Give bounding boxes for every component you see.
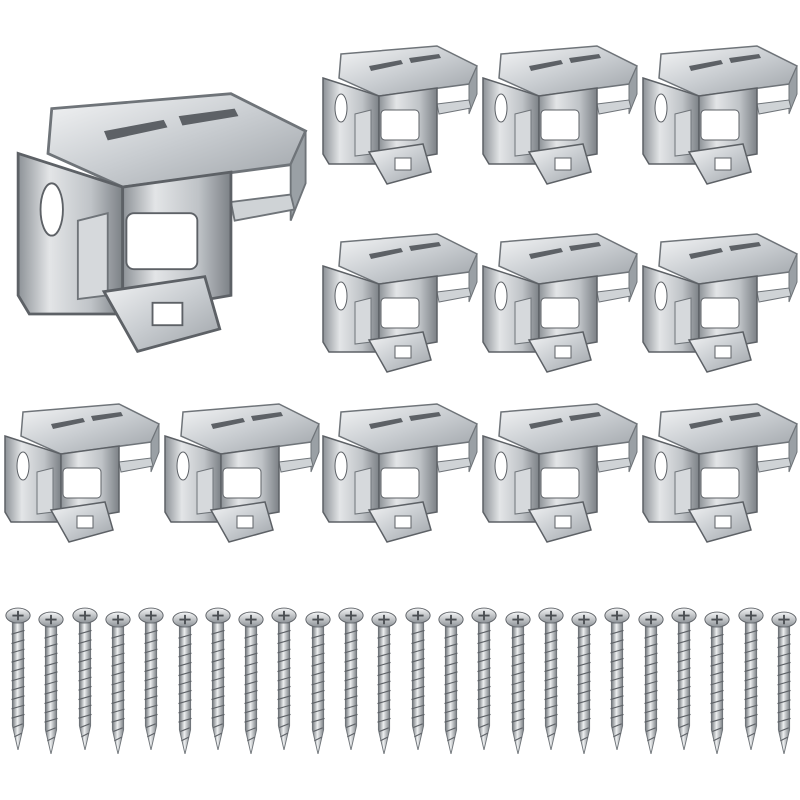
- screw: [603, 600, 631, 758]
- mounting-bracket: [478, 402, 640, 552]
- mounting-bracket: [638, 44, 800, 194]
- mounting-bracket: [318, 402, 480, 552]
- mounting-bracket: [160, 402, 322, 552]
- screw: [637, 604, 665, 762]
- screw: [670, 600, 698, 758]
- screw: [137, 600, 165, 758]
- mounting-bracket: [638, 402, 800, 552]
- mounting-bracket: [638, 232, 800, 382]
- screw: [703, 604, 731, 762]
- screw: [537, 600, 565, 758]
- mounting-bracket: [318, 44, 480, 194]
- screw: [337, 600, 365, 758]
- screw: [71, 600, 99, 758]
- screw: [104, 604, 132, 762]
- mounting-bracket: [0, 402, 162, 552]
- screw: [404, 600, 432, 758]
- screw: [770, 604, 798, 762]
- screw: [737, 600, 765, 758]
- mounting-bracket: [478, 44, 640, 194]
- screw: [204, 600, 232, 758]
- screw: [570, 604, 598, 762]
- mounting-bracket: [318, 232, 480, 382]
- mounting-bracket: [478, 232, 640, 382]
- screw: [370, 604, 398, 762]
- screw: [304, 604, 332, 762]
- screw: [470, 600, 498, 758]
- screw: [171, 604, 199, 762]
- screw: [237, 604, 265, 762]
- screw: [437, 604, 465, 762]
- mounting-bracket-large: [0, 90, 320, 370]
- screw: [504, 604, 532, 762]
- screw: [37, 604, 65, 762]
- screw: [270, 600, 298, 758]
- screw: [4, 600, 32, 758]
